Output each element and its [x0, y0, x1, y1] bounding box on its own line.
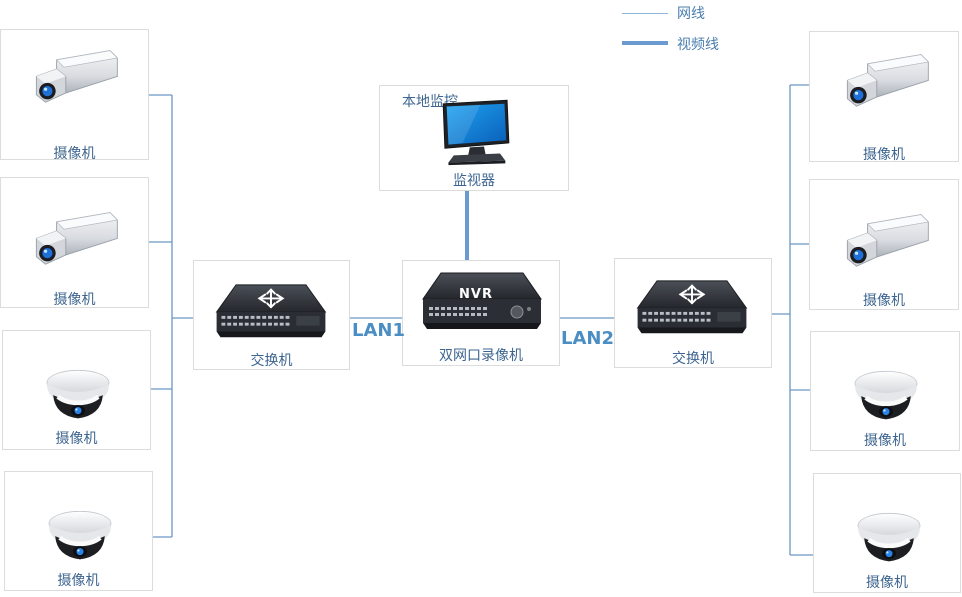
switch-box-right: 交换机	[614, 258, 772, 368]
legend-video-label: 视频线	[677, 37, 719, 53]
camera-box-left-2: 摄像机	[0, 177, 149, 308]
monitor-box: 本地监控 监视器	[379, 85, 569, 191]
switch-box-left: 交换机	[193, 260, 350, 370]
legend-network-label: 网线	[677, 6, 705, 22]
switch-label: 交换机	[672, 351, 714, 367]
camera-label: 摄像机	[55, 431, 98, 447]
bullet-camera-icon	[840, 212, 932, 278]
camera-label: 摄像机	[866, 575, 908, 591]
left-network-bus	[148, 94, 193, 538]
network-switch-icon	[212, 279, 330, 347]
camera-box-right-3: 摄像机	[810, 331, 960, 451]
right-network-bus	[772, 84, 814, 556]
camera-box-left-1: 摄像机	[0, 29, 149, 162]
camera-label: 摄像机	[863, 293, 905, 309]
dome-camera-icon	[850, 504, 928, 566]
camera-box-right-2: 摄像机	[809, 179, 959, 310]
nvr-badge: NVR	[459, 287, 493, 302]
nvr-box: NVR 双网口录像机	[402, 260, 560, 366]
camera-label: 摄像机	[53, 292, 96, 308]
camera-box-right-1: 摄像机	[809, 31, 959, 163]
bullet-camera-icon	[29, 210, 121, 276]
nvr-recorder-icon	[417, 269, 547, 341]
bullet-camera-icon	[29, 48, 121, 114]
switch-label: 交换机	[250, 353, 293, 369]
monitor-label: 监视器	[453, 173, 495, 189]
camera-label: 摄像机	[57, 573, 100, 589]
camera-box-right-4: 摄像机	[813, 473, 961, 593]
dome-camera-icon	[39, 361, 117, 423]
legend-video-line	[622, 41, 668, 45]
nvr-label: 双网口录像机	[439, 348, 523, 364]
dome-camera-icon	[847, 362, 925, 424]
legend-network-line	[622, 13, 668, 14]
camera-label: 摄像机	[863, 147, 905, 163]
dome-camera-icon	[41, 502, 119, 564]
lan1-label: LAN1	[352, 320, 405, 341]
camera-box-left-3: 摄像机	[2, 330, 151, 450]
camera-box-left-4: 摄像机	[4, 471, 153, 591]
lan2-label: LAN2	[561, 328, 614, 349]
camera-label: 摄像机	[53, 146, 96, 162]
monitor-icon	[436, 98, 516, 170]
network-switch-icon	[633, 275, 751, 343]
camera-label: 摄像机	[864, 433, 906, 449]
bullet-camera-icon	[840, 52, 932, 118]
